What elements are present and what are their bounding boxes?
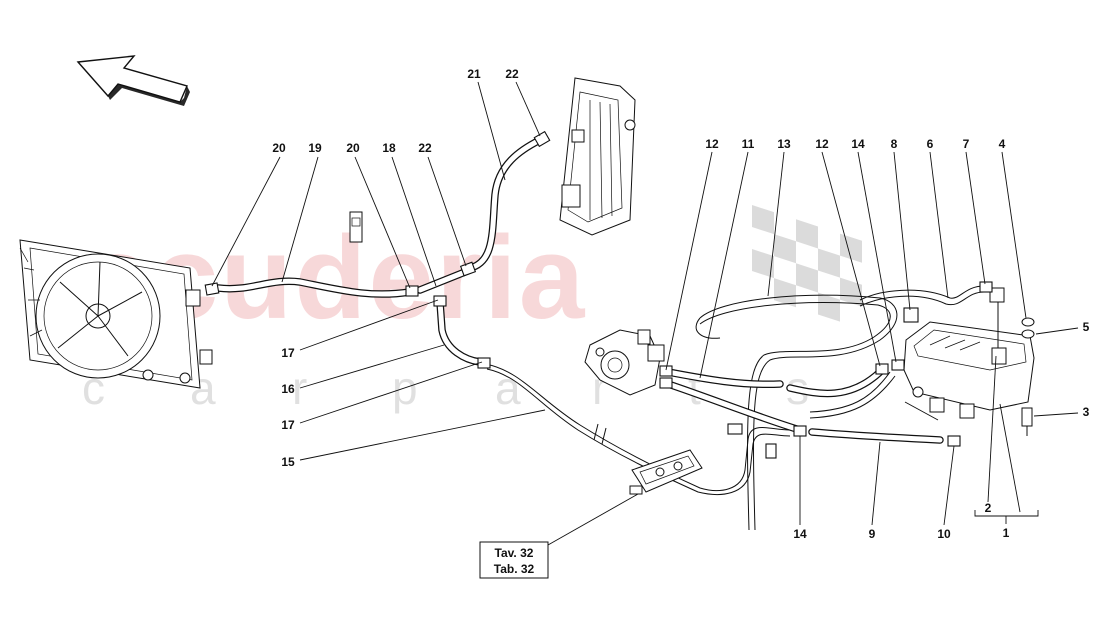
hose-clamps (204, 130, 993, 459)
callout-2: 2 (985, 501, 992, 515)
callout-16: 16 (281, 382, 295, 396)
hose-lower-12 (664, 380, 804, 434)
callout-22: 22 (505, 67, 519, 81)
callout-17: 17 (281, 346, 295, 360)
callout-18: 18 (382, 141, 396, 155)
reference-line-1: Tav. 32 (495, 546, 534, 560)
callout-1: 1 (1003, 526, 1010, 540)
hose-21 (466, 136, 544, 272)
callout-6: 6 (927, 137, 934, 151)
callout-14: 14 (793, 527, 807, 541)
callout-12: 12 (815, 137, 829, 151)
washer-4-5 (1021, 317, 1035, 339)
hose-19 (214, 277, 414, 298)
callout-22: 22 (418, 141, 432, 155)
callout-10: 10 (937, 527, 951, 541)
hose-upper-6 (859, 285, 985, 307)
callout-20: 20 (346, 141, 360, 155)
callout-11: 11 (742, 137, 755, 151)
callout-5: 5 (1083, 320, 1090, 334)
callout-13: 13 (777, 137, 791, 151)
hose-11 (664, 368, 884, 398)
callout-7: 7 (963, 137, 970, 151)
hose-16 (436, 298, 484, 366)
callout-labels: 21 22 20 19 20 18 22 17 16 17 15 12 11 1… (272, 67, 1089, 541)
callout-21: 21 (467, 67, 481, 81)
checkered-flag-icon (752, 205, 862, 322)
callout-20: 20 (272, 141, 286, 155)
reference-box[interactable]: Tav. 32 Tab. 32 (479, 541, 549, 579)
reference-line-2: Tab. 32 (494, 562, 535, 576)
watermark-letter: r (292, 362, 307, 414)
callout-17: 17 (281, 418, 295, 432)
callout-15: 15 (281, 455, 295, 469)
hose-13 (695, 294, 898, 531)
bracket (349, 211, 363, 243)
watermark-letter: a (495, 362, 521, 414)
callout-4: 4 (999, 137, 1006, 151)
callout-12: 12 (705, 137, 719, 151)
callout-3: 3 (1083, 405, 1090, 419)
hose-9 (808, 428, 944, 444)
radiator (19, 239, 213, 389)
thermostat-housing (584, 329, 665, 396)
callout-14: 14 (851, 137, 865, 151)
callout-8: 8 (891, 137, 898, 151)
leader-lines (211, 81, 1079, 546)
expansion-tank (903, 287, 1035, 419)
hose-15 (484, 363, 791, 495)
callout-9: 9 (869, 527, 876, 541)
direction-arrow-icon (76, 55, 190, 106)
hose-lower-tank (809, 371, 896, 419)
mounting-bracket (629, 449, 703, 495)
bolt-3 (1021, 407, 1033, 436)
hose-18 (416, 266, 474, 294)
callout-19: 19 (308, 141, 322, 155)
top-header-tank (559, 77, 636, 236)
